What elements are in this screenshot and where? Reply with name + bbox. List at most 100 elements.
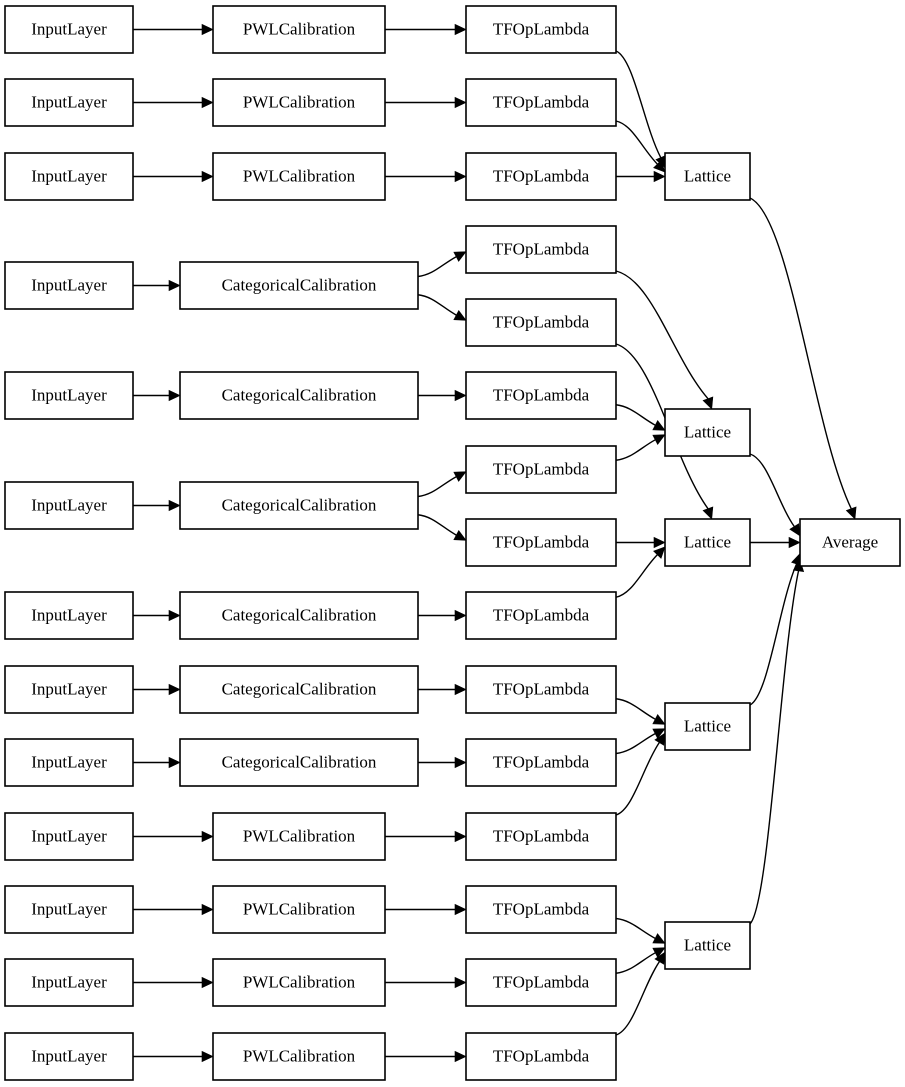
node-label: TFOpLambda xyxy=(493,239,590,258)
node-tfoplambda-op4[interactable]: TFOpLambda xyxy=(465,225,617,274)
node-box[interactable] xyxy=(465,518,617,567)
node-box[interactable] xyxy=(4,885,134,934)
node-pwlcalibration-cal11[interactable]: PWLCalibration xyxy=(212,885,386,934)
node-box[interactable] xyxy=(212,152,386,201)
node-pwlcalibration-cal10[interactable]: PWLCalibration xyxy=(212,812,386,861)
node-tfoplambda-op12[interactable]: TFOpLambda xyxy=(465,812,617,861)
node-tfoplambda-op15[interactable]: TFOpLambda xyxy=(465,1032,617,1081)
node-tfoplambda-op9[interactable]: TFOpLambda xyxy=(465,591,617,640)
edge-line xyxy=(749,563,798,706)
node-box[interactable] xyxy=(212,1032,386,1081)
node-box[interactable] xyxy=(179,371,419,420)
node-tfoplambda-op2[interactable]: TFOpLambda xyxy=(465,78,617,127)
node-pwlcalibration-cal2[interactable]: PWLCalibration xyxy=(212,78,386,127)
node-box[interactable] xyxy=(664,152,751,201)
node-inputlayer-in6[interactable]: InputLayer xyxy=(4,481,134,530)
node-lattice-lat3[interactable]: Lattice xyxy=(664,518,751,567)
node-box[interactable] xyxy=(4,812,134,861)
node-box[interactable] xyxy=(4,78,134,127)
node-tfoplambda-op14[interactable]: TFOpLambda xyxy=(465,958,617,1007)
node-tfoplambda-op3[interactable]: TFOpLambda xyxy=(465,152,617,201)
node-average-avg[interactable]: Average xyxy=(799,518,901,567)
node-box[interactable] xyxy=(664,408,751,457)
node-box[interactable] xyxy=(465,885,617,934)
node-box[interactable] xyxy=(212,5,386,54)
node-box[interactable] xyxy=(664,518,751,567)
node-box[interactable] xyxy=(465,665,617,714)
node-box[interactable] xyxy=(465,591,617,640)
node-box[interactable] xyxy=(212,812,386,861)
node-categoricalcalibration-cal9[interactable]: CategoricalCalibration xyxy=(179,738,419,787)
node-inputlayer-in9[interactable]: InputLayer xyxy=(4,738,134,787)
node-box[interactable] xyxy=(465,958,617,1007)
node-tfoplambda-op8[interactable]: TFOpLambda xyxy=(465,518,617,567)
node-categoricalcalibration-cal5[interactable]: CategoricalCalibration xyxy=(179,371,419,420)
node-inputlayer-in7[interactable]: InputLayer xyxy=(4,591,134,640)
node-box[interactable] xyxy=(799,518,901,567)
node-inputlayer-in8[interactable]: InputLayer xyxy=(4,665,134,714)
node-inputlayer-in12[interactable]: InputLayer xyxy=(4,958,134,1007)
node-box[interactable] xyxy=(465,225,617,274)
node-tfoplambda-op11[interactable]: TFOpLambda xyxy=(465,738,617,787)
node-lattice-lat2[interactable]: Lattice xyxy=(664,408,751,457)
node-box[interactable] xyxy=(664,702,751,751)
node-box[interactable] xyxy=(212,78,386,127)
node-pwlcalibration-cal3[interactable]: PWLCalibration xyxy=(212,152,386,201)
node-box[interactable] xyxy=(465,445,617,494)
node-tfoplambda-op13[interactable]: TFOpLambda xyxy=(465,885,617,934)
node-box[interactable] xyxy=(4,5,134,54)
node-box[interactable] xyxy=(4,1032,134,1081)
node-box[interactable] xyxy=(4,152,134,201)
node-box[interactable] xyxy=(465,1032,617,1081)
node-box[interactable] xyxy=(179,481,419,530)
node-box[interactable] xyxy=(212,885,386,934)
node-inputlayer-in5[interactable]: InputLayer xyxy=(4,371,134,420)
node-box[interactable] xyxy=(465,5,617,54)
node-box[interactable] xyxy=(179,738,419,787)
node-box[interactable] xyxy=(4,665,134,714)
edge-arrowhead xyxy=(653,159,666,173)
edge-arrowhead xyxy=(789,523,801,537)
node-inputlayer-in4[interactable]: InputLayer xyxy=(4,261,134,310)
node-lattice-lat4[interactable]: Lattice xyxy=(664,702,751,751)
node-inputlayer-in11[interactable]: InputLayer xyxy=(4,885,134,934)
node-inputlayer-in2[interactable]: InputLayer xyxy=(4,78,134,127)
node-box[interactable] xyxy=(4,958,134,1007)
node-box[interactable] xyxy=(179,261,419,310)
node-box[interactable] xyxy=(465,152,617,201)
node-tfoplambda-op5[interactable]: TFOpLambda xyxy=(465,298,617,347)
node-pwlcalibration-cal1[interactable]: PWLCalibration xyxy=(212,5,386,54)
node-box[interactable] xyxy=(179,591,419,640)
node-lattice-lat1[interactable]: Lattice xyxy=(664,152,751,201)
node-pwlcalibration-cal13[interactable]: PWLCalibration xyxy=(212,1032,386,1081)
node-box[interactable] xyxy=(465,371,617,420)
node-pwlcalibration-cal12[interactable]: PWLCalibration xyxy=(212,958,386,1007)
node-box[interactable] xyxy=(4,481,134,530)
node-box[interactable] xyxy=(4,738,134,787)
node-box[interactable] xyxy=(465,298,617,347)
node-tfoplambda-op7[interactable]: TFOpLambda xyxy=(465,445,617,494)
node-box[interactable] xyxy=(465,812,617,861)
node-categoricalcalibration-cal4[interactable]: CategoricalCalibration xyxy=(179,261,419,310)
node-box[interactable] xyxy=(4,591,134,640)
node-lattice-lat5[interactable]: Lattice xyxy=(664,921,751,970)
node-inputlayer-in1[interactable]: InputLayer xyxy=(4,5,134,54)
node-box[interactable] xyxy=(465,78,617,127)
node-box[interactable] xyxy=(4,261,134,310)
node-tfoplambda-op6[interactable]: TFOpLambda xyxy=(465,371,617,420)
edge-arrowhead xyxy=(454,23,467,36)
node-box[interactable] xyxy=(664,921,751,970)
node-box[interactable] xyxy=(179,665,419,714)
node-tfoplambda-op1[interactable]: TFOpLambda xyxy=(465,5,617,54)
node-inputlayer-in13[interactable]: InputLayer xyxy=(4,1032,134,1081)
node-categoricalcalibration-cal8[interactable]: CategoricalCalibration xyxy=(179,665,419,714)
node-box[interactable] xyxy=(465,738,617,787)
node-categoricalcalibration-cal7[interactable]: CategoricalCalibration xyxy=(179,591,419,640)
node-tfoplambda-op10[interactable]: TFOpLambda xyxy=(465,665,617,714)
node-inputlayer-in3[interactable]: InputLayer xyxy=(4,152,134,201)
node-box[interactable] xyxy=(4,371,134,420)
edge-arrowhead xyxy=(454,96,467,109)
node-categoricalcalibration-cal6[interactable]: CategoricalCalibration xyxy=(179,481,419,530)
node-box[interactable] xyxy=(212,958,386,1007)
node-inputlayer-in10[interactable]: InputLayer xyxy=(4,812,134,861)
